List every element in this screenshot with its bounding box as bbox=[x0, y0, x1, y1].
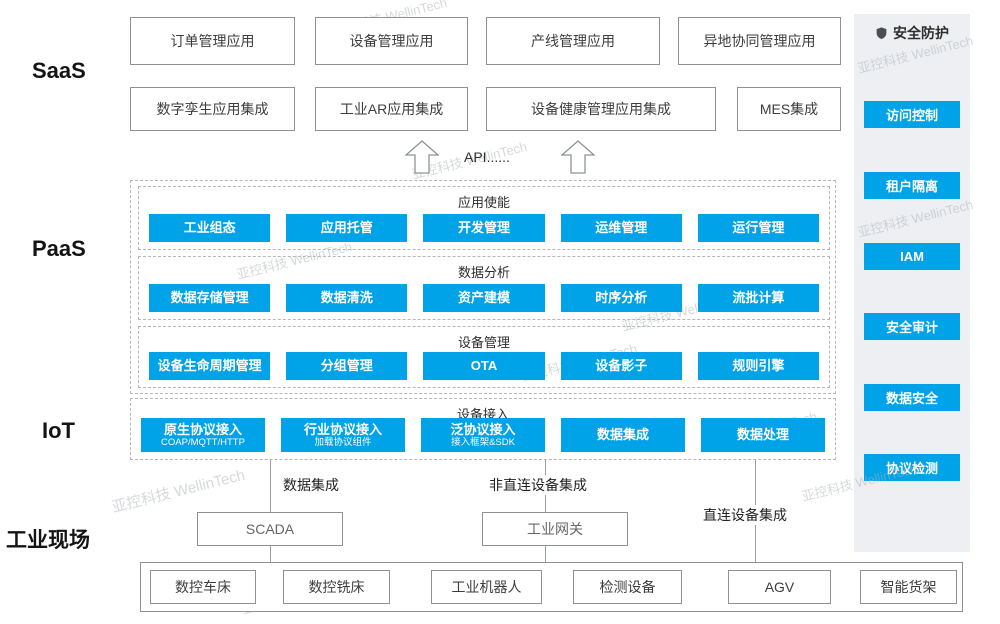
flow-label-data-integration: 数据集成 bbox=[280, 475, 342, 495]
saas-box-digital-twin: 数字孪生应用集成 bbox=[130, 87, 295, 131]
api-label: API...... bbox=[464, 149, 510, 165]
flow-label-direct-device: 直连设备集成 bbox=[700, 505, 790, 525]
saas-box-mes: MES集成 bbox=[737, 87, 841, 131]
chip-label: 数据处理 bbox=[736, 427, 789, 443]
security-item: 安全审计 bbox=[864, 313, 960, 340]
paas-chip: 时序分析 bbox=[560, 284, 682, 312]
chip-label: 泛协议接入 bbox=[450, 421, 516, 437]
connector-line-scada bbox=[270, 460, 271, 512]
paas-chip: 开发管理 bbox=[423, 214, 545, 242]
iot-chip: 原生协议接入 COAP/MQTT/HTTP bbox=[141, 418, 265, 452]
security-item: 数据安全 bbox=[864, 384, 960, 411]
saas-box-line-mgmt: 产线管理应用 bbox=[486, 17, 660, 65]
iot-chip: 泛协议接入 接入框架&SDK bbox=[421, 418, 545, 452]
security-panel-header: 安全防护 bbox=[854, 14, 970, 43]
chip-label: 数据集成 bbox=[596, 427, 649, 443]
paas-section-device-mgmt: 设备管理 设备生命周期管理 分组管理 OTA 设备影子 规则引擎 bbox=[138, 326, 830, 388]
up-arrow-icon bbox=[405, 140, 439, 174]
layer-label-iot: IoT bbox=[42, 418, 75, 443]
shield-icon bbox=[876, 27, 887, 40]
security-panel-title: 安全防护 bbox=[893, 25, 949, 41]
iot-chip: 数据集成 bbox=[561, 418, 685, 452]
paas-section-data-analysis: 数据分析 数据存储管理 数据清洗 资产建模 时序分析 流批计算 bbox=[138, 256, 830, 320]
paas-chip: 设备生命周期管理 bbox=[149, 352, 271, 380]
security-item: IAM bbox=[864, 243, 960, 270]
paas-chip: 应用托管 bbox=[286, 214, 408, 242]
field-box-cnc-mill: 数控铣床 bbox=[283, 570, 390, 604]
connector-line-gateway2 bbox=[545, 546, 546, 562]
iot-chip: 数据处理 bbox=[701, 418, 825, 452]
field-box-cnc-lathe: 数控车床 bbox=[150, 570, 256, 604]
chip-label: 行业协议接入 bbox=[303, 421, 382, 437]
layer-label-paas: PaaS bbox=[32, 236, 86, 261]
paas-section-app-enablement: 应用使能 工业组态 应用托管 开发管理 运维管理 运行管理 bbox=[138, 186, 830, 250]
field-box-robot: 工业机器人 bbox=[431, 570, 542, 604]
gateway-node: 工业网关 bbox=[482, 512, 628, 546]
section-title: 应用使能 bbox=[457, 195, 510, 210]
security-item: 租户隔离 bbox=[864, 172, 960, 199]
security-panel: 安全防护 访问控制 租户隔离 IAM 安全审计 数据安全 协议检测 bbox=[854, 14, 970, 552]
layer-label-field: 工业现场 bbox=[6, 529, 90, 552]
field-box-agv: AGV bbox=[728, 570, 831, 604]
security-item: 协议检测 bbox=[864, 454, 960, 481]
field-container bbox=[140, 562, 963, 612]
chip-sublabel: 加载协议组件 bbox=[314, 437, 372, 449]
chip-sublabel: 接入框架&SDK bbox=[451, 437, 515, 449]
security-item: 访问控制 bbox=[864, 101, 960, 128]
saas-box-order-mgmt: 订单管理应用 bbox=[130, 17, 295, 65]
iot-section-device-access: 设备接入 原生协议接入 COAP/MQTT/HTTP 行业协议接入 加载协议组件… bbox=[130, 398, 836, 460]
saas-box-industrial-ar: 工业AR应用集成 bbox=[315, 87, 468, 131]
chip-sublabel: COAP/MQTT/HTTP bbox=[161, 437, 245, 449]
flow-label-indirect-device: 非直连设备集成 bbox=[486, 475, 590, 495]
paas-chip: 数据清洗 bbox=[286, 284, 408, 312]
paas-chip: 设备影子 bbox=[560, 352, 682, 380]
saas-box-device-health: 设备健康管理应用集成 bbox=[486, 87, 716, 131]
paas-container bbox=[130, 180, 836, 394]
saas-box-remote-collab: 异地协同管理应用 bbox=[678, 17, 841, 65]
paas-chip: 运行管理 bbox=[697, 214, 819, 242]
paas-chip: 规则引擎 bbox=[697, 352, 819, 380]
connector-line-scada2 bbox=[270, 546, 271, 562]
section-title: 设备管理 bbox=[457, 335, 510, 350]
up-arrow-icon bbox=[561, 140, 595, 174]
paas-chip: 资产建模 bbox=[423, 284, 545, 312]
watermark-text: 亚控科技 WellinTech bbox=[110, 466, 247, 517]
field-box-inspection: 检测设备 bbox=[573, 570, 682, 604]
paas-chip: 分组管理 bbox=[286, 352, 408, 380]
paas-chip: 数据存储管理 bbox=[149, 284, 271, 312]
section-title: 数据分析 bbox=[457, 265, 510, 280]
field-box-smart-shelf: 智能货架 bbox=[860, 570, 957, 604]
paas-chip: OTA bbox=[423, 352, 545, 380]
scada-node: SCADA bbox=[197, 512, 343, 546]
paas-chip: 运维管理 bbox=[560, 214, 682, 242]
chip-label: 原生协议接入 bbox=[163, 421, 242, 437]
paas-chip: 流批计算 bbox=[697, 284, 819, 312]
iot-chip: 行业协议接入 加载协议组件 bbox=[281, 418, 405, 452]
saas-box-device-mgmt: 设备管理应用 bbox=[315, 17, 468, 65]
layer-label-saas: SaaS bbox=[32, 58, 86, 83]
paas-chip: 工业组态 bbox=[149, 214, 271, 242]
